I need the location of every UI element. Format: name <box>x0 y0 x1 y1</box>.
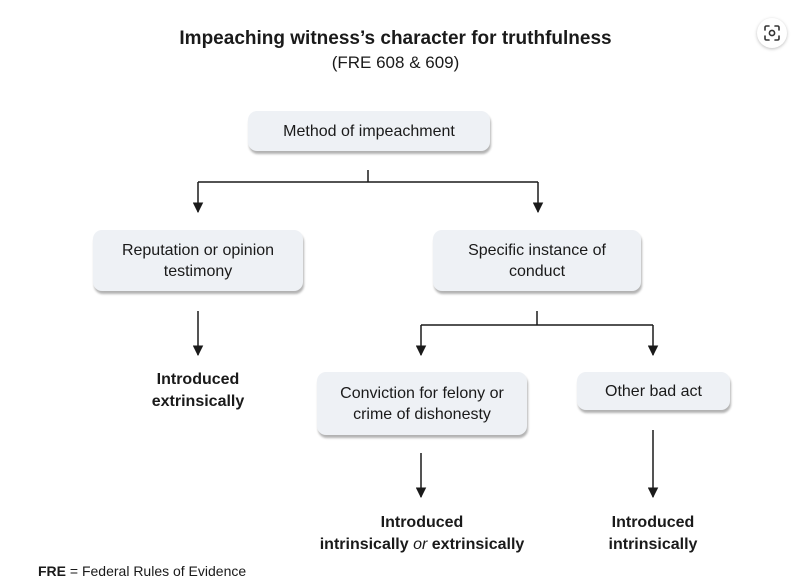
diagram-subtitle: (FRE 608 & 609) <box>331 53 460 72</box>
result-conviction-or: or <box>413 536 428 553</box>
result-conviction-line1: Introduced <box>380 514 464 531</box>
footnote: FRE = Federal Rules of Evidence <box>38 563 246 579</box>
node-other-bad-act: Other bad act <box>577 372 730 410</box>
node-method-of-impeachment: Method of impeachment <box>248 111 490 151</box>
diagram-title: Impeaching witness’s character for truth… <box>179 28 612 49</box>
node-specific-instance: Specific instance of conduct <box>433 230 641 291</box>
result-conviction-word-extrinsically: extrinsically <box>431 536 525 553</box>
node-conviction: Conviction for felony or crime of dishon… <box>317 372 527 435</box>
result-conviction-word-intrinsically: intrinsically <box>319 536 409 553</box>
footnote-abbr: FRE <box>38 563 66 579</box>
footnote-definition: = Federal Rules of Evidence <box>66 563 247 579</box>
result-reputation: Introduced extrinsically <box>151 371 245 410</box>
result-other-bad-act: Introduced intrinsically <box>608 514 698 553</box>
lens-search-button[interactable] <box>757 18 787 48</box>
node-reputation-opinion: Reputation or opinion testimony <box>93 230 303 291</box>
lens-search-icon <box>764 25 780 41</box>
result-conviction: Introduced intrinsically or extrinsicall… <box>291 512 553 556</box>
